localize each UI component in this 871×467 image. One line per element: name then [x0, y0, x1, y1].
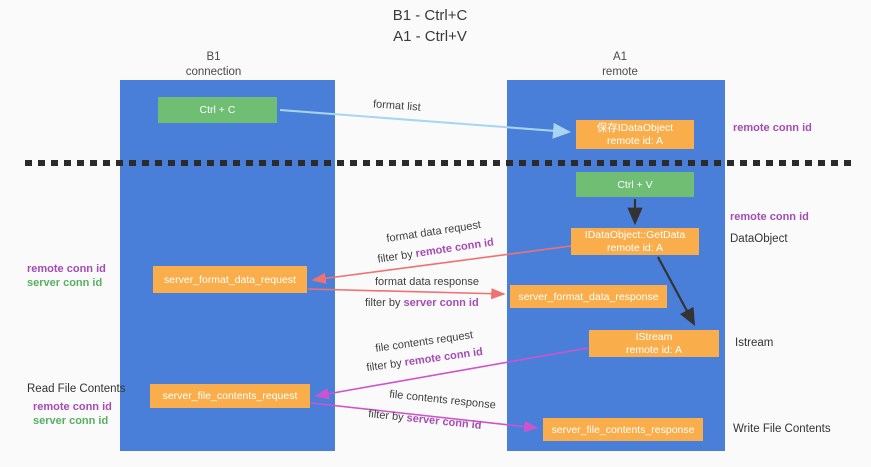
server-format-data-request-label: server_format_data_request	[164, 273, 296, 286]
istream-side-label: Istream	[735, 337, 774, 349]
save-idataobject-label: 保存IDataObject	[596, 122, 674, 134]
format-list-label: format list	[372, 98, 422, 114]
dataobject-side-label: DataObject	[730, 233, 788, 245]
idataobject-getdata-node: IDataObject::GetData remote id: A	[571, 228, 699, 255]
left-column-header: B1 connection	[106, 50, 321, 80]
server-file-contents-response-label: server_file_contents_response	[551, 423, 695, 436]
title-line-1: B1 - Ctrl+C	[392, 7, 468, 24]
read-file-contents-label: Read File Contents	[27, 383, 126, 395]
server-file-contents-request-label: server_file_contents_request	[162, 390, 298, 402]
ctrl-c-node: Ctrl + C	[158, 97, 277, 123]
title-line-2: A1 - Ctrl+V	[393, 28, 467, 45]
remote-conn-id-text: remote conn id	[403, 345, 484, 369]
server-format-data-response-node: server_format_data_response	[510, 285, 667, 308]
right-column-subtitle: remote	[602, 66, 638, 78]
server-conn-id-left-label-2: server conn id	[33, 415, 109, 427]
diagram-title: B1 - Ctrl+C A1 - Ctrl+V	[330, 5, 530, 47]
istream-label: IStream	[635, 331, 673, 343]
filter-by-server-conn-id-label-1: filter by server conn id	[365, 297, 479, 309]
ctrl-v-node: Ctrl + V	[576, 172, 694, 197]
getdata-label: IDataObject::GetData	[584, 229, 686, 241]
server-file-contents-request-node: server_file_contents_request	[150, 384, 310, 408]
filter-by-text: filter by	[367, 408, 408, 425]
server-format-data-request-node: server_format_data_request	[153, 266, 307, 293]
right-column-header: A1 remote	[510, 50, 730, 80]
filter-by-text: filter by	[365, 297, 404, 309]
istream-remote-id: remote id: A	[625, 343, 683, 356]
filter-by-text: filter by	[365, 356, 406, 375]
remote-conn-id-side-label-top: remote conn id	[733, 122, 812, 134]
save-idataobject-remote-id: remote id: A	[606, 134, 664, 147]
remote-conn-id-left-label-1: remote conn id	[27, 263, 106, 275]
server-conn-id-text: server conn id	[403, 297, 479, 309]
file-contents-response-label: file contents response	[388, 388, 497, 412]
server-file-contents-response-node: server_file_contents_response	[543, 418, 703, 441]
filter-by-text: filter by	[376, 248, 417, 266]
format-data-response-arrow	[307, 288, 506, 300]
server-conn-id-text: server conn id	[405, 412, 483, 432]
remote-conn-id-left-label-2: remote conn id	[33, 401, 112, 413]
left-column-title: B1	[206, 51, 221, 63]
remote-conn-id-side-label-mid: remote conn id	[730, 211, 809, 223]
write-file-contents-label: Write File Contents	[733, 423, 831, 435]
save-idataobject-node: 保存IDataObject remote id: A	[576, 120, 694, 149]
format-data-response-label: format data response	[375, 276, 479, 288]
remote-conn-id-text: remote conn id	[414, 236, 495, 260]
istream-node: IStream remote id: A	[589, 330, 719, 357]
server-format-data-response-label: server_format_data_response	[518, 290, 659, 303]
server-conn-id-left-label-1: server conn id	[27, 277, 103, 289]
ctrl-v-label: Ctrl + V	[617, 178, 653, 191]
filter-by-server-conn-id-label-2: filter by server conn id	[368, 408, 482, 432]
left-column-subtitle: connection	[185, 66, 242, 78]
ctrl-c-label: Ctrl + C	[199, 104, 236, 116]
right-column-title: A1	[612, 51, 628, 63]
getdata-remote-id: remote id: A	[606, 241, 664, 254]
